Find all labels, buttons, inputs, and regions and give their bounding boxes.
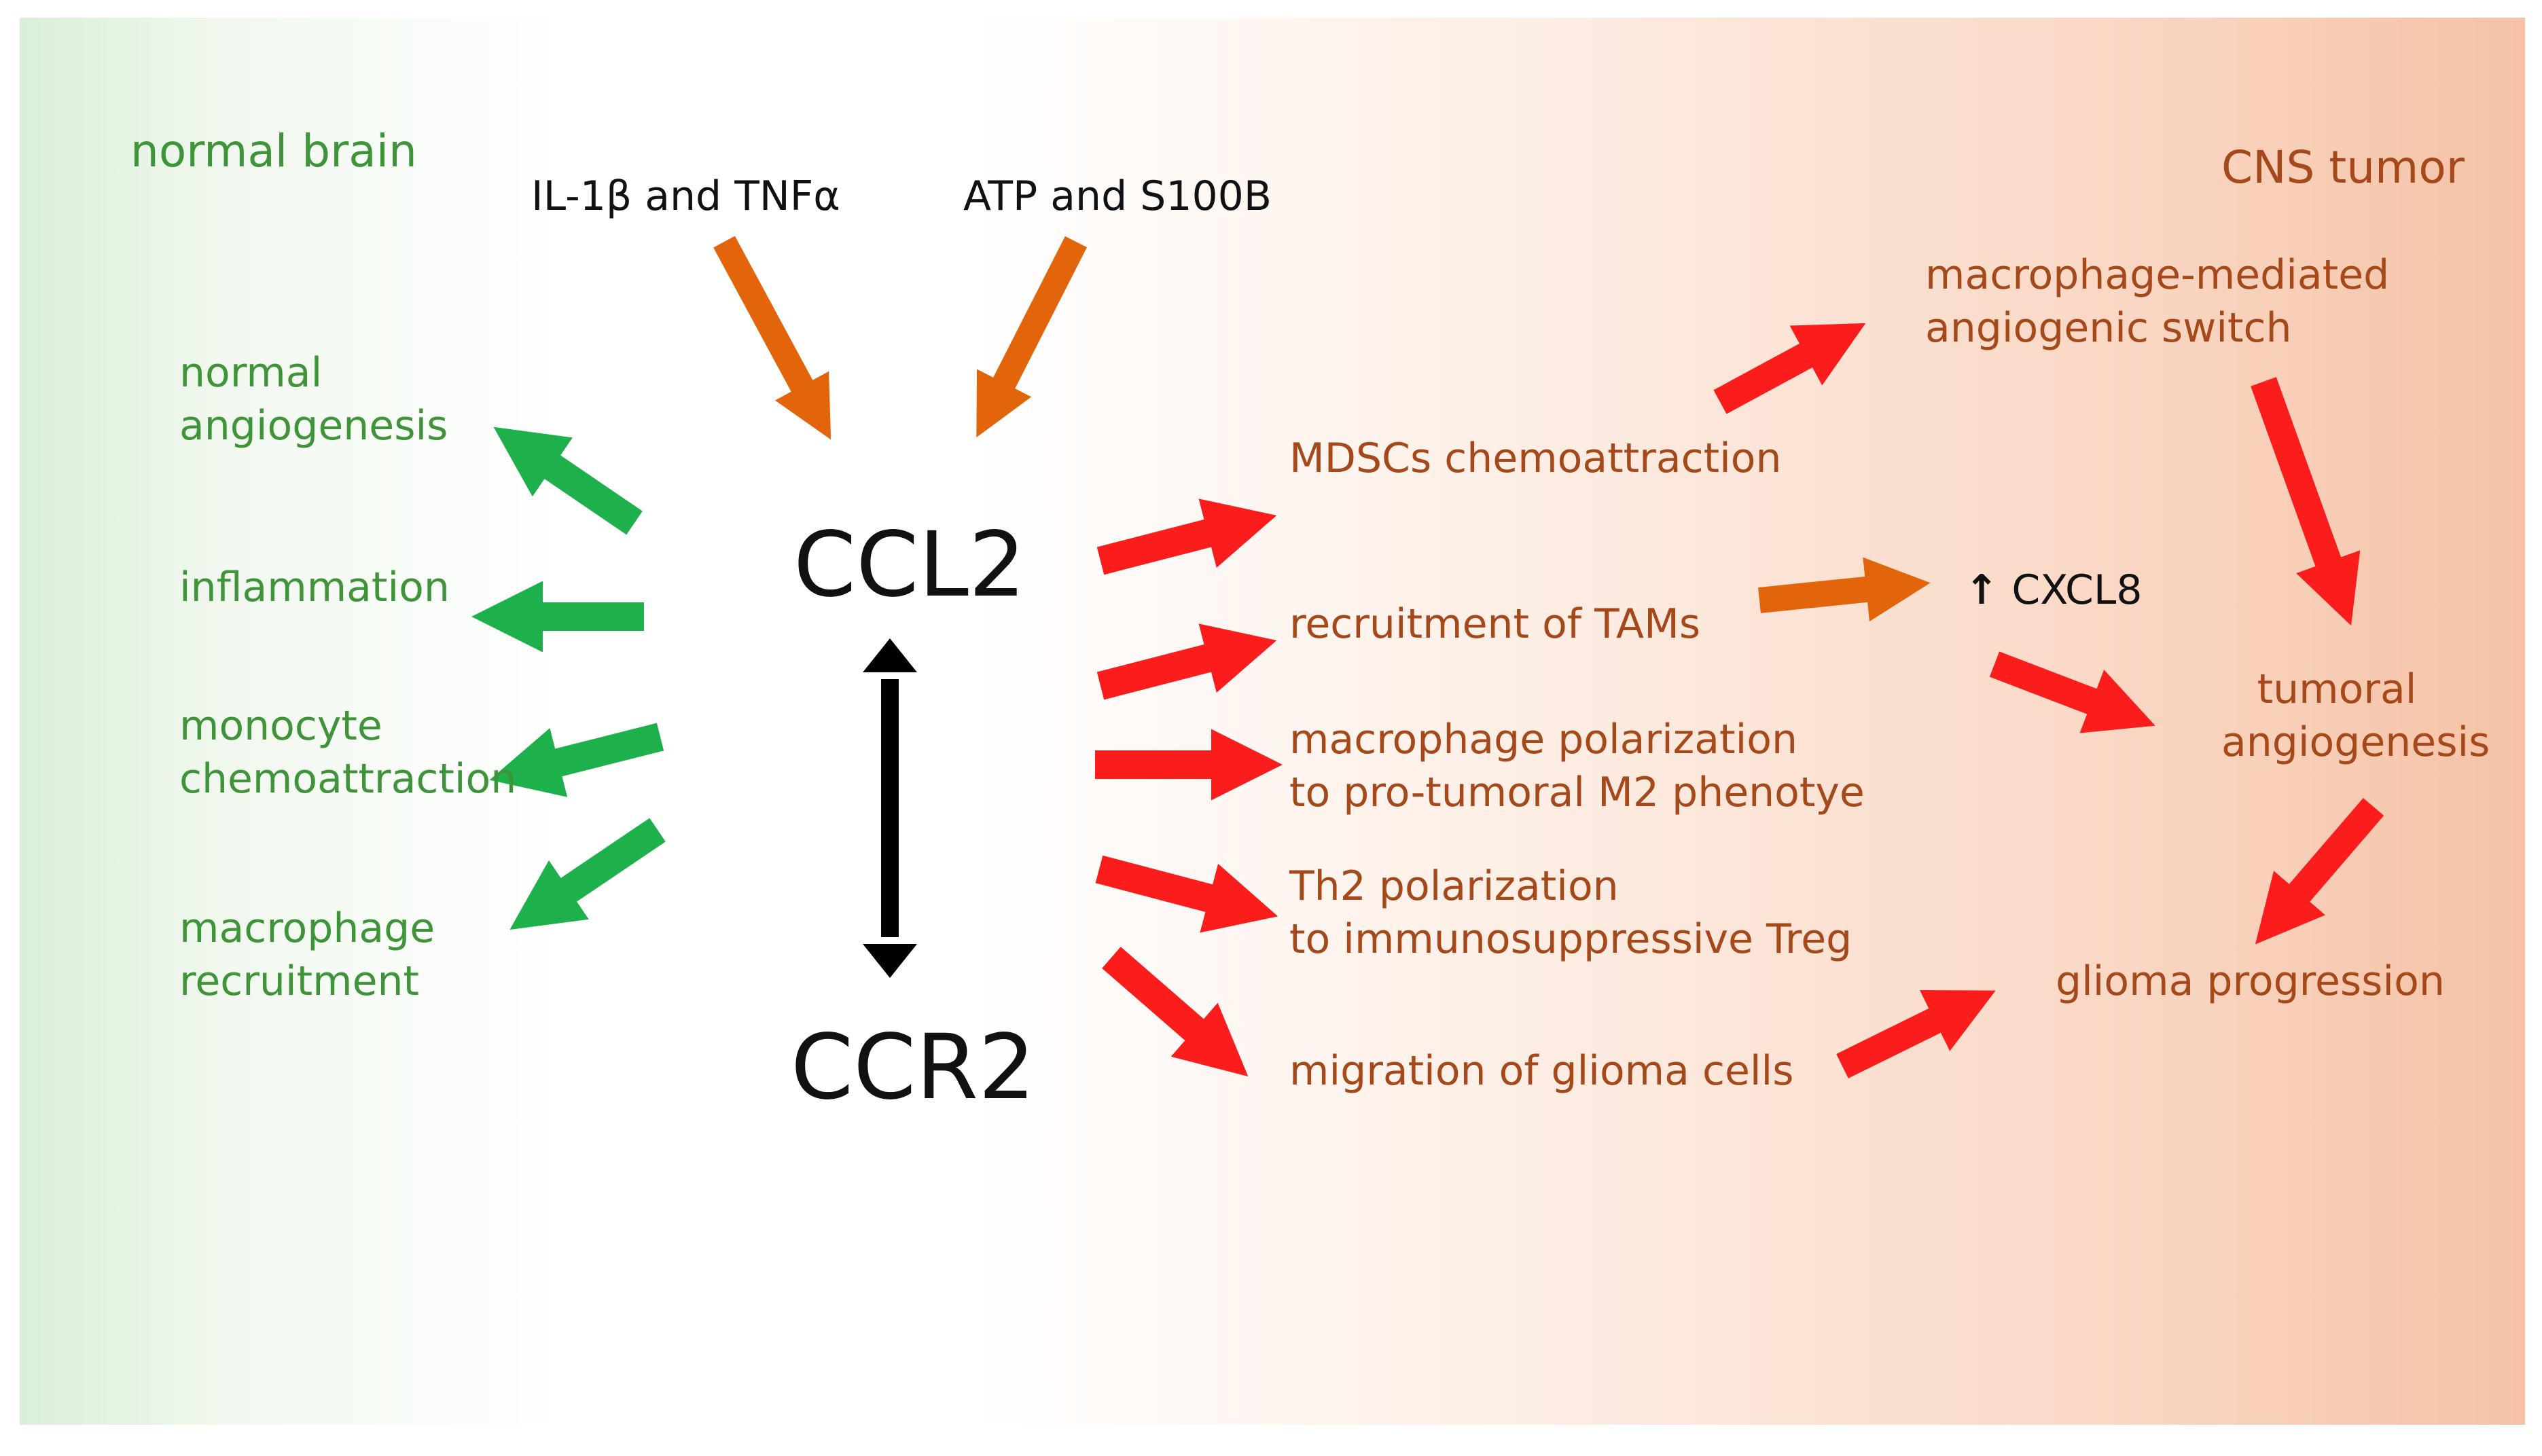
- arrow-switch-to-tumoral-angiogenesis: [2251, 377, 2361, 626]
- ccl2-ccr2-double-arrow-head-down: [863, 944, 917, 978]
- arrow-to-tams: [1096, 623, 1277, 700]
- arrow-cxcl8-to-tumoral-angiogenesis: [1989, 651, 2155, 733]
- arrow-to-th2-polarization: [1095, 855, 1278, 933]
- arrow-to-mdscs: [1096, 498, 1277, 575]
- arrow-tams-to-cxcl8: [1758, 557, 1931, 622]
- inflammation-label: inflammation: [179, 564, 450, 611]
- cns-tumor-header: CNS tumor: [2221, 141, 2465, 194]
- arrow-atp-to-ccl2: [976, 236, 1088, 438]
- atp-s100b-label: ATP and S100B: [963, 172, 1272, 220]
- arrow-angiogenesis-to-glioma-progression: [2255, 797, 2384, 945]
- up-arrow-icon: ↑: [1965, 566, 1999, 614]
- il1b-tnfa-label: IL-1β and TNFα: [531, 172, 840, 220]
- arrow-migration-to-glioma-progression: [1836, 990, 1996, 1078]
- arrow-mdscs-to-angiogenic-switch: [1713, 323, 1866, 414]
- cxcl8-label: ↑ CXCL8: [1965, 566, 2143, 614]
- arrow-to-macrophage-recruitment: [509, 818, 666, 930]
- normal-brain-header: normal brain: [130, 125, 417, 177]
- ccl2-ccr2-double-arrow-head-up: [863, 638, 917, 672]
- mdscs-chemoattraction-label: MDSCs chemoattraction: [1289, 435, 1782, 482]
- arrow-to-normal-angiogenesis: [493, 426, 643, 535]
- ccr2-label: CCR2: [791, 1015, 1036, 1120]
- migration-of-glioma-cells-label: migration of glioma cells: [1289, 1047, 1794, 1095]
- recruitment-of-tams-label: recruitment of TAMs: [1289, 600, 1701, 648]
- arrow-il1b-to-ccl2: [713, 236, 831, 440]
- arrow-to-glioma-migration: [1102, 947, 1249, 1077]
- ccl2-label: CCL2: [793, 513, 1026, 617]
- arrow-to-monocyte-chemoattraction: [489, 723, 664, 797]
- glioma-progression-label: glioma progression: [2056, 958, 2445, 1005]
